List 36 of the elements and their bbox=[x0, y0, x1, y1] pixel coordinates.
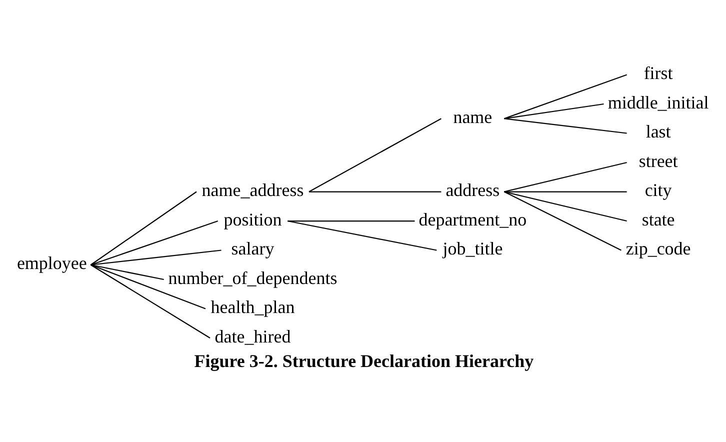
connector bbox=[504, 191, 627, 192]
node-text: middle_initial bbox=[608, 92, 709, 112]
connector bbox=[504, 103, 604, 120]
node-text: date_hired bbox=[214, 326, 291, 346]
connector bbox=[504, 74, 627, 120]
node-text: address bbox=[446, 180, 500, 200]
connector bbox=[288, 220, 415, 222]
node-text: health_plan bbox=[210, 297, 295, 318]
node-text: job_title bbox=[442, 238, 503, 259]
connector bbox=[90, 264, 210, 338]
connector bbox=[504, 118, 627, 134]
node-text: position bbox=[224, 209, 282, 230]
connector bbox=[504, 191, 627, 222]
node-text: number_of_dependents bbox=[168, 268, 338, 288]
connector bbox=[90, 264, 206, 310]
node-text: employee bbox=[16, 253, 87, 274]
node-text: city bbox=[644, 180, 672, 200]
connector bbox=[90, 220, 218, 266]
connector bbox=[90, 264, 164, 280]
connector bbox=[504, 162, 627, 192]
node-text: last bbox=[646, 122, 671, 142]
node-text: name_address bbox=[202, 180, 304, 200]
node-text: zip_code bbox=[626, 238, 691, 259]
node-text: salary bbox=[231, 238, 274, 259]
connector bbox=[309, 191, 442, 192]
node-text: department_no bbox=[418, 209, 527, 230]
connector bbox=[308, 118, 442, 192]
connector bbox=[504, 191, 622, 251]
node-text: name bbox=[453, 106, 492, 127]
connector bbox=[288, 220, 437, 251]
connector bbox=[90, 191, 197, 266]
connector bbox=[90, 250, 222, 266]
node-text: first bbox=[644, 63, 673, 84]
node-text: street bbox=[638, 150, 678, 171]
node-text: state bbox=[642, 209, 675, 230]
caption: Figure 3-2. Structure Declaration Hierarchy bbox=[194, 351, 534, 372]
